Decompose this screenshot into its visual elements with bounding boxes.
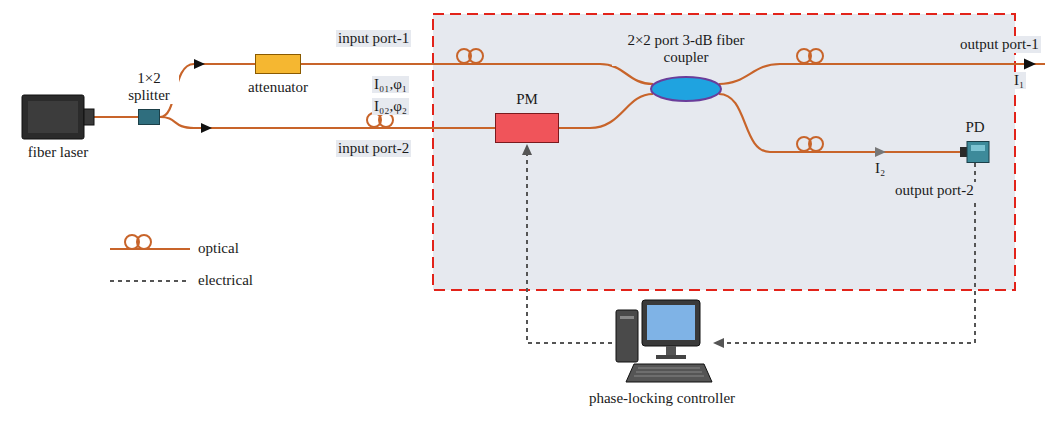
optical-fiber bbox=[160, 117, 495, 133]
port-label: I₂ bbox=[873, 160, 887, 177]
photodetector-box-outline bbox=[960, 141, 990, 163]
component-label: PD bbox=[963, 119, 986, 136]
output-fiber bbox=[719, 64, 1045, 84]
laser-box: fiber laser bbox=[22, 95, 94, 139]
port-label: input port-2 bbox=[336, 140, 411, 157]
attenuator-box-outline bbox=[255, 54, 301, 74]
phase-modulator-box-outline bbox=[495, 113, 559, 143]
optical-fiber bbox=[301, 64, 653, 84]
port-label: input port-1 bbox=[336, 30, 411, 47]
component-label: phase-locking controller bbox=[587, 390, 737, 407]
arrow-head bbox=[1024, 59, 1036, 70]
port-label: output port-1 bbox=[958, 36, 1041, 53]
optical-fiber bbox=[559, 94, 653, 128]
legend-text: optical bbox=[198, 240, 239, 257]
component-label: PM bbox=[514, 91, 540, 108]
photodetector-box: PD bbox=[960, 141, 990, 163]
coupler-ellipse-outline bbox=[650, 76, 722, 102]
phase-modulator-box: PM bbox=[495, 113, 559, 143]
component-label: fiber laser bbox=[28, 144, 88, 161]
optical-fiber bbox=[719, 94, 960, 157]
port-label: I₀₂,φ₂ bbox=[372, 98, 409, 115]
device-region bbox=[433, 14, 1015, 290]
electrical-connector bbox=[713, 163, 975, 348]
legend-text: electrical bbox=[198, 272, 253, 289]
computer-controller: phase-locking controller bbox=[612, 298, 712, 388]
computer-controller-outline bbox=[612, 298, 712, 388]
component-label: attenuator bbox=[246, 79, 310, 96]
laser-box-outline bbox=[22, 95, 94, 139]
fiber-coils bbox=[125, 49, 823, 249]
legend-electrical-sample bbox=[110, 280, 190, 282]
attenuator-box: attenuator bbox=[255, 54, 301, 74]
port-label: I₀₁,φ₁ bbox=[372, 76, 409, 93]
component-label: 2×2 port 3-dB fiber coupler bbox=[612, 32, 760, 67]
port-label: output port-2 bbox=[893, 182, 976, 199]
splitter-box-outline bbox=[138, 109, 160, 125]
legend-optical-sample bbox=[110, 248, 190, 250]
optical-fiber bbox=[94, 117, 138, 118]
port-label: I₁ bbox=[1012, 72, 1026, 89]
component-label: 1×2 splitter bbox=[119, 70, 179, 105]
electrical-connector bbox=[522, 144, 612, 343]
coupler-ellipse: 2×2 port 3-dB fiber coupler bbox=[650, 76, 722, 102]
splitter-box: 1×2 splitter bbox=[138, 109, 160, 125]
